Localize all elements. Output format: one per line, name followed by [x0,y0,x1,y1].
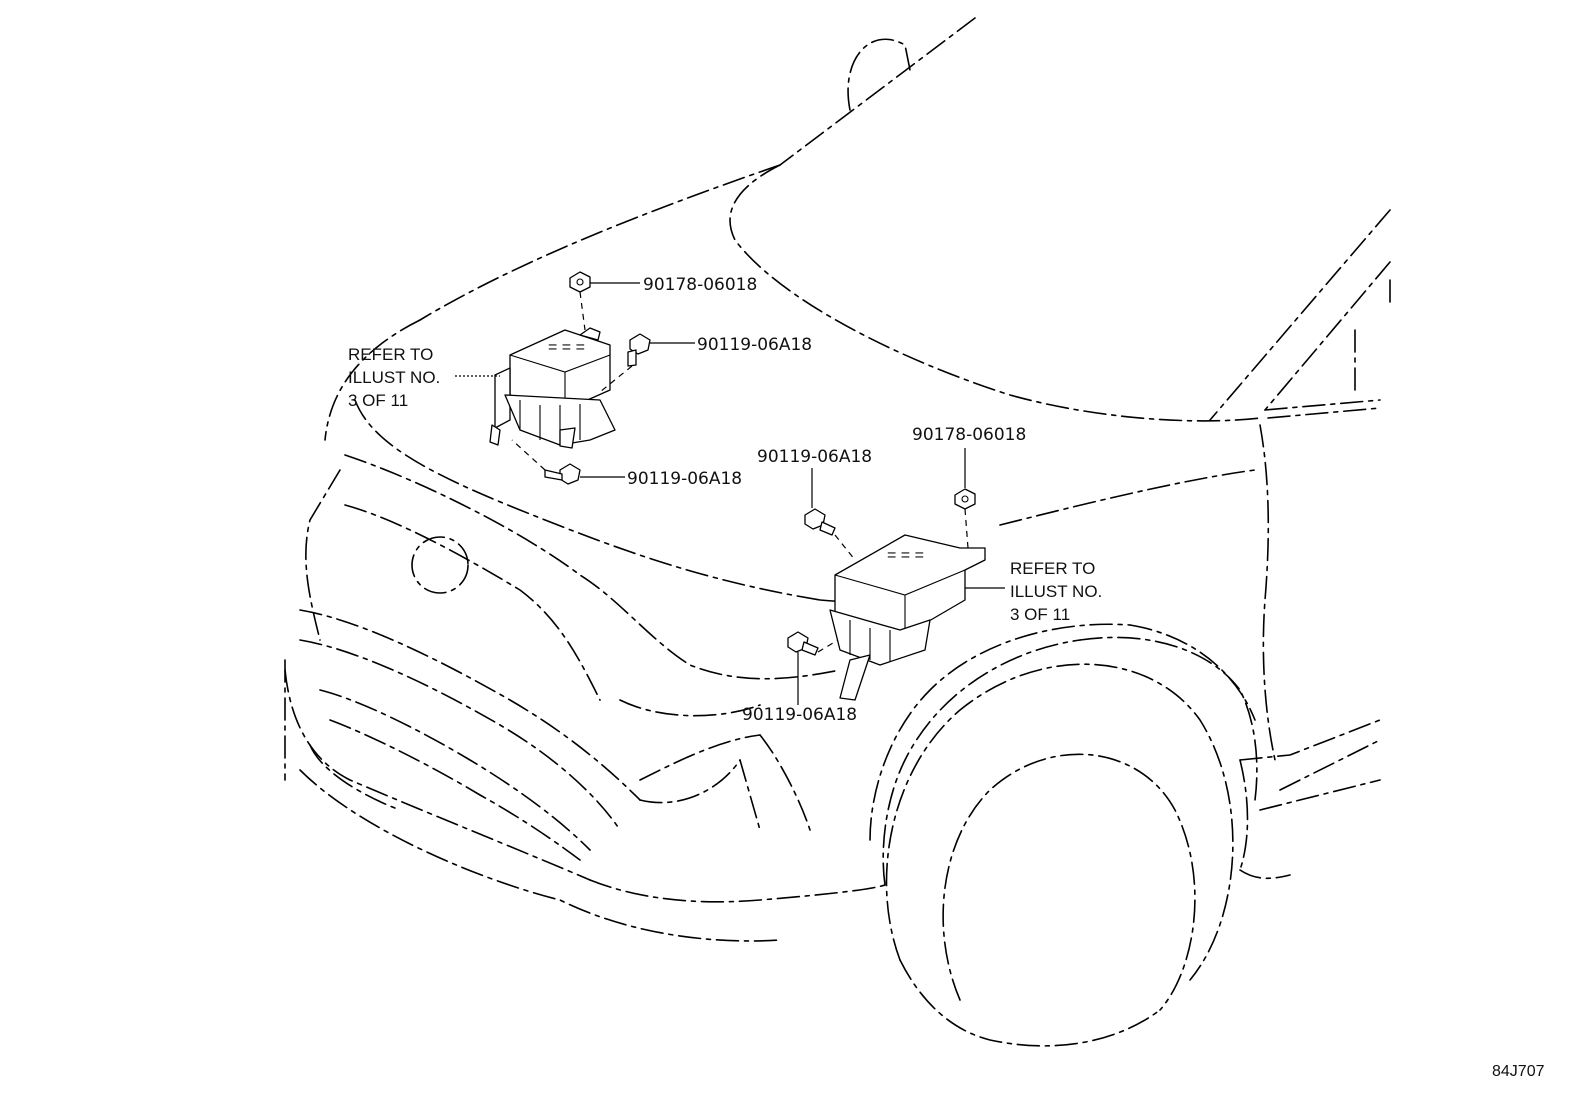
bolt-upper-left-icon [627,333,651,367]
nut-upper-right-icon [954,488,976,510]
refer-left-line3: 3 OF 11 [348,391,408,410]
refer-left-line1: REFER TO [348,345,433,364]
right-fuse-box: = = = [829,534,986,701]
bolt-upper-right-icon [804,508,836,536]
nut-upper-left-icon [569,271,591,293]
label-bolt-lower-left: 90119-06A18 [627,469,742,489]
label-bolt-lower-right: 90119-06A18 [742,705,857,725]
refer-right-line2: ILLUST NO. [1010,582,1102,601]
leader-lines [455,282,1005,705]
label-bolt-upper-left: 90119-06A18 [697,335,812,355]
refer-note-right: REFER TO ILLUST NO. 3 OF 11 [1010,559,1102,624]
label-nut-upper-right: 90178-06018 [912,425,1026,445]
vehicle-outline [284,17,1391,1047]
left-relay-box: = = = [489,327,616,449]
bolt-lower-right-icon [787,631,819,656]
relay-box-marking: = = = [548,339,585,356]
refer-note-left: REFER TO ILLUST NO. 3 OF 11 [348,345,440,410]
refer-right-line3: 3 OF 11 [1010,605,1070,624]
bolt-lower-left-icon [544,463,581,485]
label-bolt-upper-right: 90119-06A18 [757,447,872,467]
fuse-box-marking: = = = [887,547,924,564]
refer-left-line2: ILLUST NO. [348,368,440,387]
illustration-code: 84J707 [1492,1063,1545,1080]
refer-right-line1: REFER TO [1010,559,1095,578]
label-nut-upper-left: 90178-06018 [643,275,757,295]
